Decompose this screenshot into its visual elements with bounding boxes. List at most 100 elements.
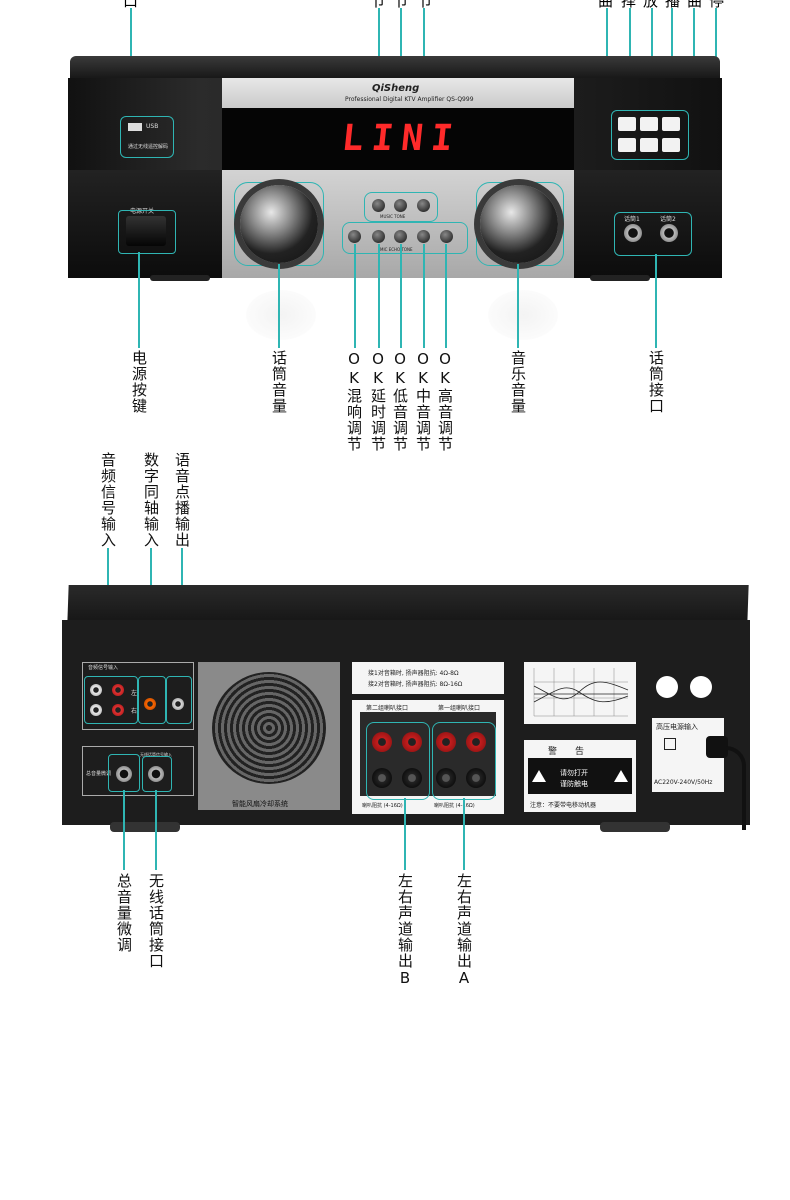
wireless-mic-highlight xyxy=(142,756,172,792)
terminal-a-right-positive[interactable] xyxy=(466,732,486,752)
mic-jack-2[interactable] xyxy=(660,224,678,242)
left-label: 左 xyxy=(131,690,138,697)
music-tone-knob-2[interactable] xyxy=(394,199,407,212)
ok-treble-knob[interactable] xyxy=(440,230,453,243)
callout-line xyxy=(517,264,519,348)
label-cut: 口 xyxy=(123,0,139,10)
label-audio-input: 音频信号输入 xyxy=(99,452,117,548)
ok-delay-knob[interactable] xyxy=(372,230,385,243)
power-input-label: 高压电源输入 xyxy=(656,723,698,731)
usb-label: USB xyxy=(146,123,159,130)
mic-echo-highlight xyxy=(342,222,468,254)
callout-line xyxy=(400,244,402,348)
output-b-highlight xyxy=(366,722,430,800)
select-button[interactable] xyxy=(640,117,658,131)
terminal-b-left-negative[interactable] xyxy=(372,768,392,788)
audio-input-highlight xyxy=(84,676,138,724)
coax-highlight xyxy=(138,676,166,724)
next-button[interactable] xyxy=(618,138,636,152)
music-tone-knob-1[interactable] xyxy=(372,199,385,212)
speaker-group-2-label: 第二组喇叭接口 xyxy=(366,705,409,712)
label-cut: 择 xyxy=(621,0,637,10)
volume-panel xyxy=(82,746,194,796)
label-cut: 停 xyxy=(709,0,725,10)
usb-port[interactable] xyxy=(128,123,142,131)
label-wireless-mic: 无线话筒接口 xyxy=(147,873,165,969)
label-ok-mid: OK中音调节 xyxy=(414,350,432,452)
impedance-notice xyxy=(352,662,504,694)
coax-input-jack[interactable] xyxy=(144,698,156,710)
reflection xyxy=(246,290,316,340)
reflection xyxy=(488,290,558,340)
label-mic-jack: 话筒接口 xyxy=(647,350,665,414)
ok-reverb-knob[interactable] xyxy=(348,230,361,243)
front-right-lower xyxy=(574,170,722,278)
terminal-a-left-positive[interactable] xyxy=(436,732,456,752)
usb-caption: 通过无线遥控解码 xyxy=(128,144,169,150)
callout-line xyxy=(463,798,465,870)
ok-mid-knob[interactable] xyxy=(417,230,430,243)
right-label: 右 xyxy=(131,708,138,715)
audio-input-panel xyxy=(82,662,194,730)
rca-left-1[interactable] xyxy=(90,684,102,696)
impedance-line-2: 接2对音箱时, 扬声器阻抗: 8Ω-16Ω xyxy=(368,681,463,688)
ok-bass-knob[interactable] xyxy=(394,230,407,243)
terminal-b-left-positive[interactable] xyxy=(372,732,392,752)
callout-line xyxy=(123,790,125,870)
rear-foot-right xyxy=(600,822,670,832)
speaker-group-1-label: 第一组喇叭接口 xyxy=(438,705,481,712)
music-volume-knob[interactable] xyxy=(480,185,558,263)
power-cord xyxy=(726,746,746,830)
warning-triangle-icon xyxy=(532,770,546,782)
mic-jack-1[interactable] xyxy=(624,224,642,242)
power-switch[interactable] xyxy=(126,216,166,246)
callout-line xyxy=(655,254,657,348)
label-cut: 节 xyxy=(417,0,433,10)
label-ok-delay: OK延时调节 xyxy=(369,350,387,452)
cooling-fan xyxy=(212,672,326,784)
prev-button[interactable] xyxy=(618,117,636,131)
master-volume-knob[interactable] xyxy=(116,766,132,782)
label-music-volume: 音乐音量 xyxy=(509,350,527,414)
music-tone-knob-3[interactable] xyxy=(417,199,430,212)
warning-note: 注意：不要带电移动机器 xyxy=(530,802,597,809)
front-foot-left xyxy=(150,275,210,281)
certification-icon xyxy=(690,676,712,698)
callout-line xyxy=(155,790,157,870)
callout-line xyxy=(404,798,406,870)
label-mic-volume: 话筒音量 xyxy=(270,350,288,414)
callout-line xyxy=(354,244,356,348)
impedance-b-label: 喇叭阻抗 (4-16Ω) xyxy=(362,803,403,809)
label-output-b: 左右声道输出B xyxy=(396,873,414,988)
label-cut: 曲 xyxy=(687,0,703,10)
brand-logo: QiSheng xyxy=(372,83,420,94)
terminal-b-right-positive[interactable] xyxy=(402,732,422,752)
wireless-mic-jack[interactable] xyxy=(148,766,164,782)
stop-button[interactable] xyxy=(662,138,680,152)
terminal-a-left-negative[interactable] xyxy=(436,768,456,788)
frequency-graph-plate xyxy=(524,662,636,724)
frequency-graph-icon xyxy=(533,668,629,717)
label-voice-output: 语音点播输出 xyxy=(173,452,191,548)
callout-line xyxy=(423,244,425,348)
repeat-button[interactable] xyxy=(640,138,658,152)
voice-output-jack[interactable] xyxy=(172,698,184,710)
rca-right-2[interactable] xyxy=(112,704,124,716)
mic-port-2-label: 话筒2 xyxy=(660,216,676,223)
rca-left-2[interactable] xyxy=(90,704,102,716)
label-ok-treble: OK高音调节 xyxy=(436,350,454,452)
music-tone-highlight xyxy=(364,192,438,222)
label-output-a: 左右声道输出A xyxy=(455,873,473,988)
play-button[interactable] xyxy=(662,117,680,131)
callout-line xyxy=(378,244,380,348)
mic-volume-knob[interactable] xyxy=(240,185,318,263)
power-cord-plug[interactable] xyxy=(706,736,728,758)
music-volume-highlight xyxy=(476,182,564,266)
terminal-b-right-negative[interactable] xyxy=(402,768,422,788)
front-top-cover xyxy=(70,56,720,80)
rca-right-1[interactable] xyxy=(112,684,124,696)
rear-top-cover xyxy=(67,585,749,623)
display-text: LINI xyxy=(339,118,463,159)
warning-line-2: 谨防触电 xyxy=(560,780,588,788)
terminal-a-right-negative[interactable] xyxy=(466,768,486,788)
